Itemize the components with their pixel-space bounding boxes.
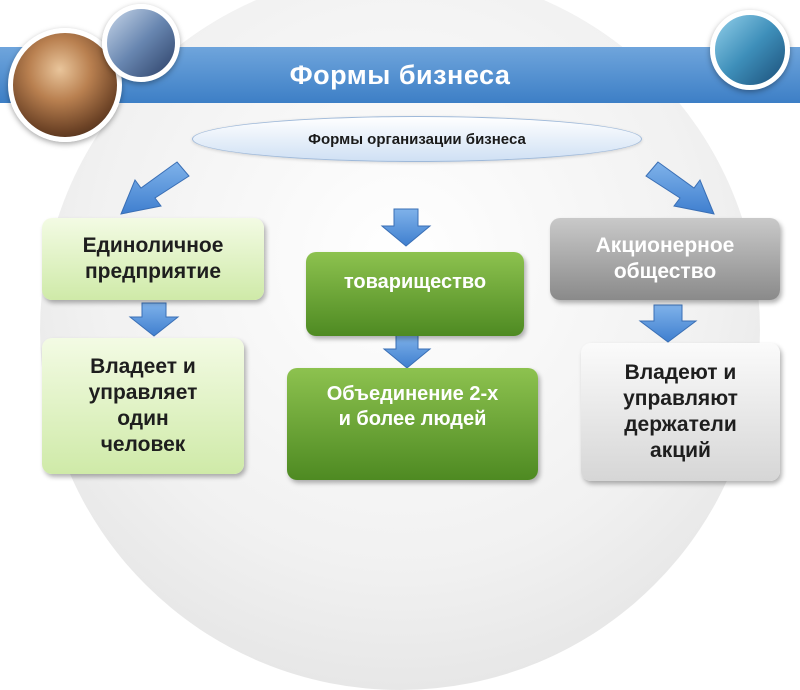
box-sole-proprietorship-label: Единоличное предприятие [82,233,224,283]
box-shareholders-description-label: Владеют и управляют держатели акций [623,360,738,463]
arrow-left-diagonal-icon [120,161,190,215]
box-joint-stock-company-label: Акционерное общество [595,233,735,283]
photo-businessman-icon [102,4,180,82]
arrow-right-diagonal-icon [645,161,715,215]
page-title: Формы бизнеса [289,59,511,90]
box-partnership: товарищество [306,252,524,336]
photo-office-worker-icon [710,10,790,90]
arrow-down-center-top-icon [380,208,432,247]
box-sole-proprietorship: Единоличное предприятие [42,218,264,300]
box-partnership-label: товарищество [343,271,487,293]
box-partnership-description: Объединение 2-х и более людей [287,368,538,480]
box-shareholders-description: Владеют и управляют держатели акций [581,343,780,481]
box-sole-owner-description-label: Владеет и управляет один человек [88,354,198,457]
subtitle-ellipse: Формы организации бизнеса [192,116,642,162]
box-partnership-description-label: Объединение 2-х и более людей [326,383,499,430]
arrow-down-left-icon [128,302,180,337]
arrow-down-center-bottom-icon [382,334,432,369]
arrow-down-right-icon [638,304,698,343]
box-sole-owner-description: Владеет и управляет один человек [42,338,244,474]
box-joint-stock-company: Акционерное общество [550,218,780,300]
subtitle: Формы организации бизнеса [308,130,526,148]
